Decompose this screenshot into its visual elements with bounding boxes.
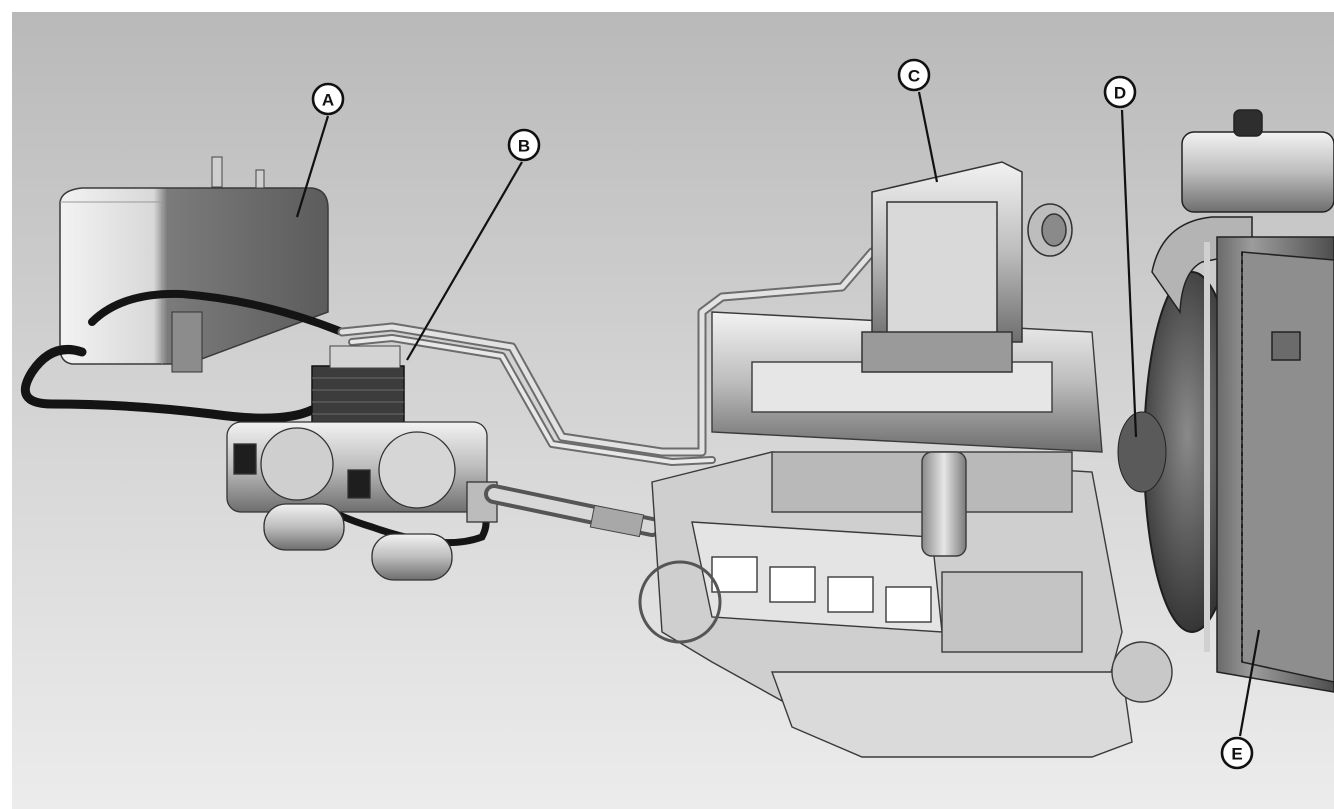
steel-tubes bbox=[337, 247, 877, 466]
drive-shaft bbox=[484, 484, 662, 538]
oil-cooler bbox=[311, 345, 405, 431]
callout-e: E bbox=[1220, 736, 1254, 770]
air-intake-cooler bbox=[861, 161, 1073, 373]
callout-b: B bbox=[507, 128, 541, 162]
callout-leaders bbox=[295, 91, 1261, 737]
engine-hydraulic-diagram: A B C D E bbox=[12, 12, 1334, 809]
callout-a: A bbox=[311, 82, 345, 116]
engine-block bbox=[638, 311, 1173, 758]
callout-a-label: A bbox=[322, 91, 334, 110]
callout-d: D bbox=[1103, 75, 1137, 109]
callout-d-label: D bbox=[1114, 84, 1126, 103]
hydraulic-pumps bbox=[226, 421, 498, 581]
radiator bbox=[1151, 109, 1334, 693]
hydraulic-tank bbox=[59, 156, 329, 373]
callout-e-label: E bbox=[1231, 745, 1242, 764]
callout-c-label: C bbox=[908, 67, 920, 86]
callout-c: C bbox=[897, 58, 931, 92]
fan bbox=[1117, 271, 1241, 633]
callout-b-label: B bbox=[518, 137, 530, 156]
